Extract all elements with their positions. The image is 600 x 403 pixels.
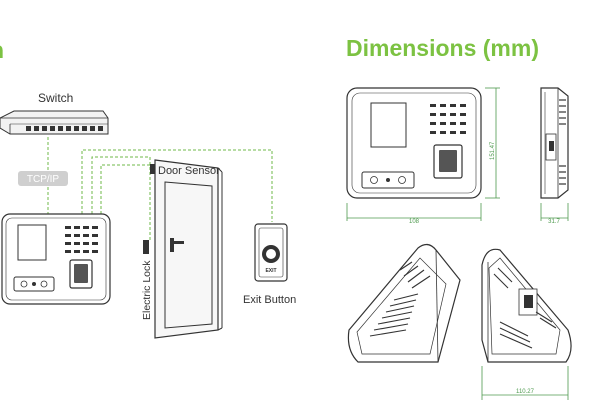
electric-lock-unit <box>143 240 149 254</box>
side-depth-dimension <box>540 203 569 221</box>
tcp-ip-badge: TCP/IP <box>18 171 68 186</box>
front-view <box>346 87 482 199</box>
camera-bar <box>13 276 55 292</box>
front-height-value: 151.47 <box>490 141 496 160</box>
terminal-device <box>1 213 111 305</box>
front-width-dimension <box>346 203 482 221</box>
side-depth-value: 31.7 <box>548 219 560 225</box>
section-heading-left: n <box>0 37 4 64</box>
exit-button-text: EXIT <box>265 268 276 274</box>
tilted-depth-dimension <box>481 366 569 400</box>
door-sensor-label: Door Sensor <box>158 165 220 177</box>
terminal-screen <box>17 224 47 261</box>
exit-button-label: Exit Button <box>243 294 296 306</box>
door <box>143 159 223 339</box>
door-handle <box>170 238 184 252</box>
exit-button-device: EXIT <box>254 223 288 282</box>
tilted-view-right <box>481 248 572 363</box>
tilted-view-left <box>347 243 461 363</box>
side-view <box>540 87 569 199</box>
front-view-keypad <box>430 104 466 134</box>
front-view-screen <box>370 102 407 148</box>
network-switch <box>0 110 109 135</box>
front-width-value: 108 <box>409 219 420 225</box>
section-heading-dimensions: Dimensions (mm) <box>346 35 539 61</box>
tcp-ip-label: TCP/IP <box>27 174 60 185</box>
front-height-dimension <box>485 87 500 199</box>
tilted-depth-value: 110.27 <box>516 389 535 395</box>
terminal-keypad <box>65 226 98 253</box>
door-sensor-unit <box>150 164 155 174</box>
switch-label: Switch <box>38 91 73 105</box>
electric-lock-label: Electric Lock <box>141 260 153 320</box>
